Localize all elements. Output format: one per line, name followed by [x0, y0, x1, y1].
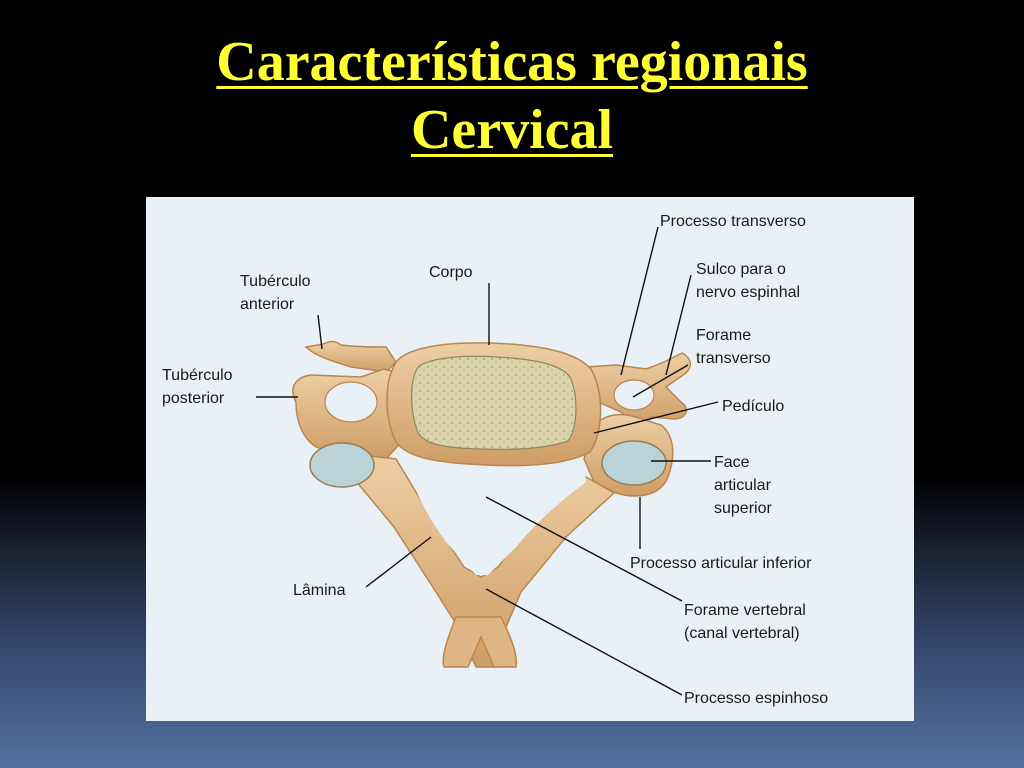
label-tuberculo-posterior-line1: Tubérculo — [162, 367, 233, 384]
vertebra-diagram: Processo transverso Sulco para o nervo e… — [146, 197, 914, 721]
label-face-line1: Face — [714, 454, 750, 471]
label-tuberculo-anterior-line2: anterior — [240, 296, 295, 313]
vertebra-illustration: Processo transverso Sulco para o nervo e… — [162, 213, 828, 707]
label-pediculo: Pedículo — [722, 398, 784, 415]
label-tuberculo-posterior-line2: posterior — [162, 390, 225, 407]
label-processo-transverso: Processo transverso — [660, 213, 806, 230]
label-tuberculo-anterior-line1: Tubérculo — [240, 273, 311, 290]
label-lamina: Lâmina — [293, 582, 346, 599]
label-forame-transverso-line2: transverso — [696, 350, 771, 367]
label-sulco-line1: Sulco para o — [696, 261, 786, 278]
label-face-line3: superior — [714, 500, 772, 517]
label-processo-articular-inferior: Processo articular inferior — [630, 555, 812, 572]
leader-lines — [256, 226, 719, 696]
label-corpo: Corpo — [429, 264, 473, 281]
title-line-1: Características regionais — [216, 31, 808, 93]
title-line-2: Cervical — [410, 99, 614, 161]
slide-title: Características regionais Cervical — [0, 28, 1024, 164]
label-forame-transverso-line1: Forame — [696, 327, 751, 344]
label-sulco-line2: nervo espinhal — [696, 284, 800, 301]
label-processo-espinhoso: Processo espinhoso — [684, 690, 828, 707]
label-forame-vertebral-line1: Forame vertebral — [684, 602, 806, 619]
label-face-line2: articular — [714, 477, 772, 494]
vertebra-bone — [292, 340, 692, 668]
label-forame-vertebral-line2: (canal vertebral) — [684, 625, 800, 642]
